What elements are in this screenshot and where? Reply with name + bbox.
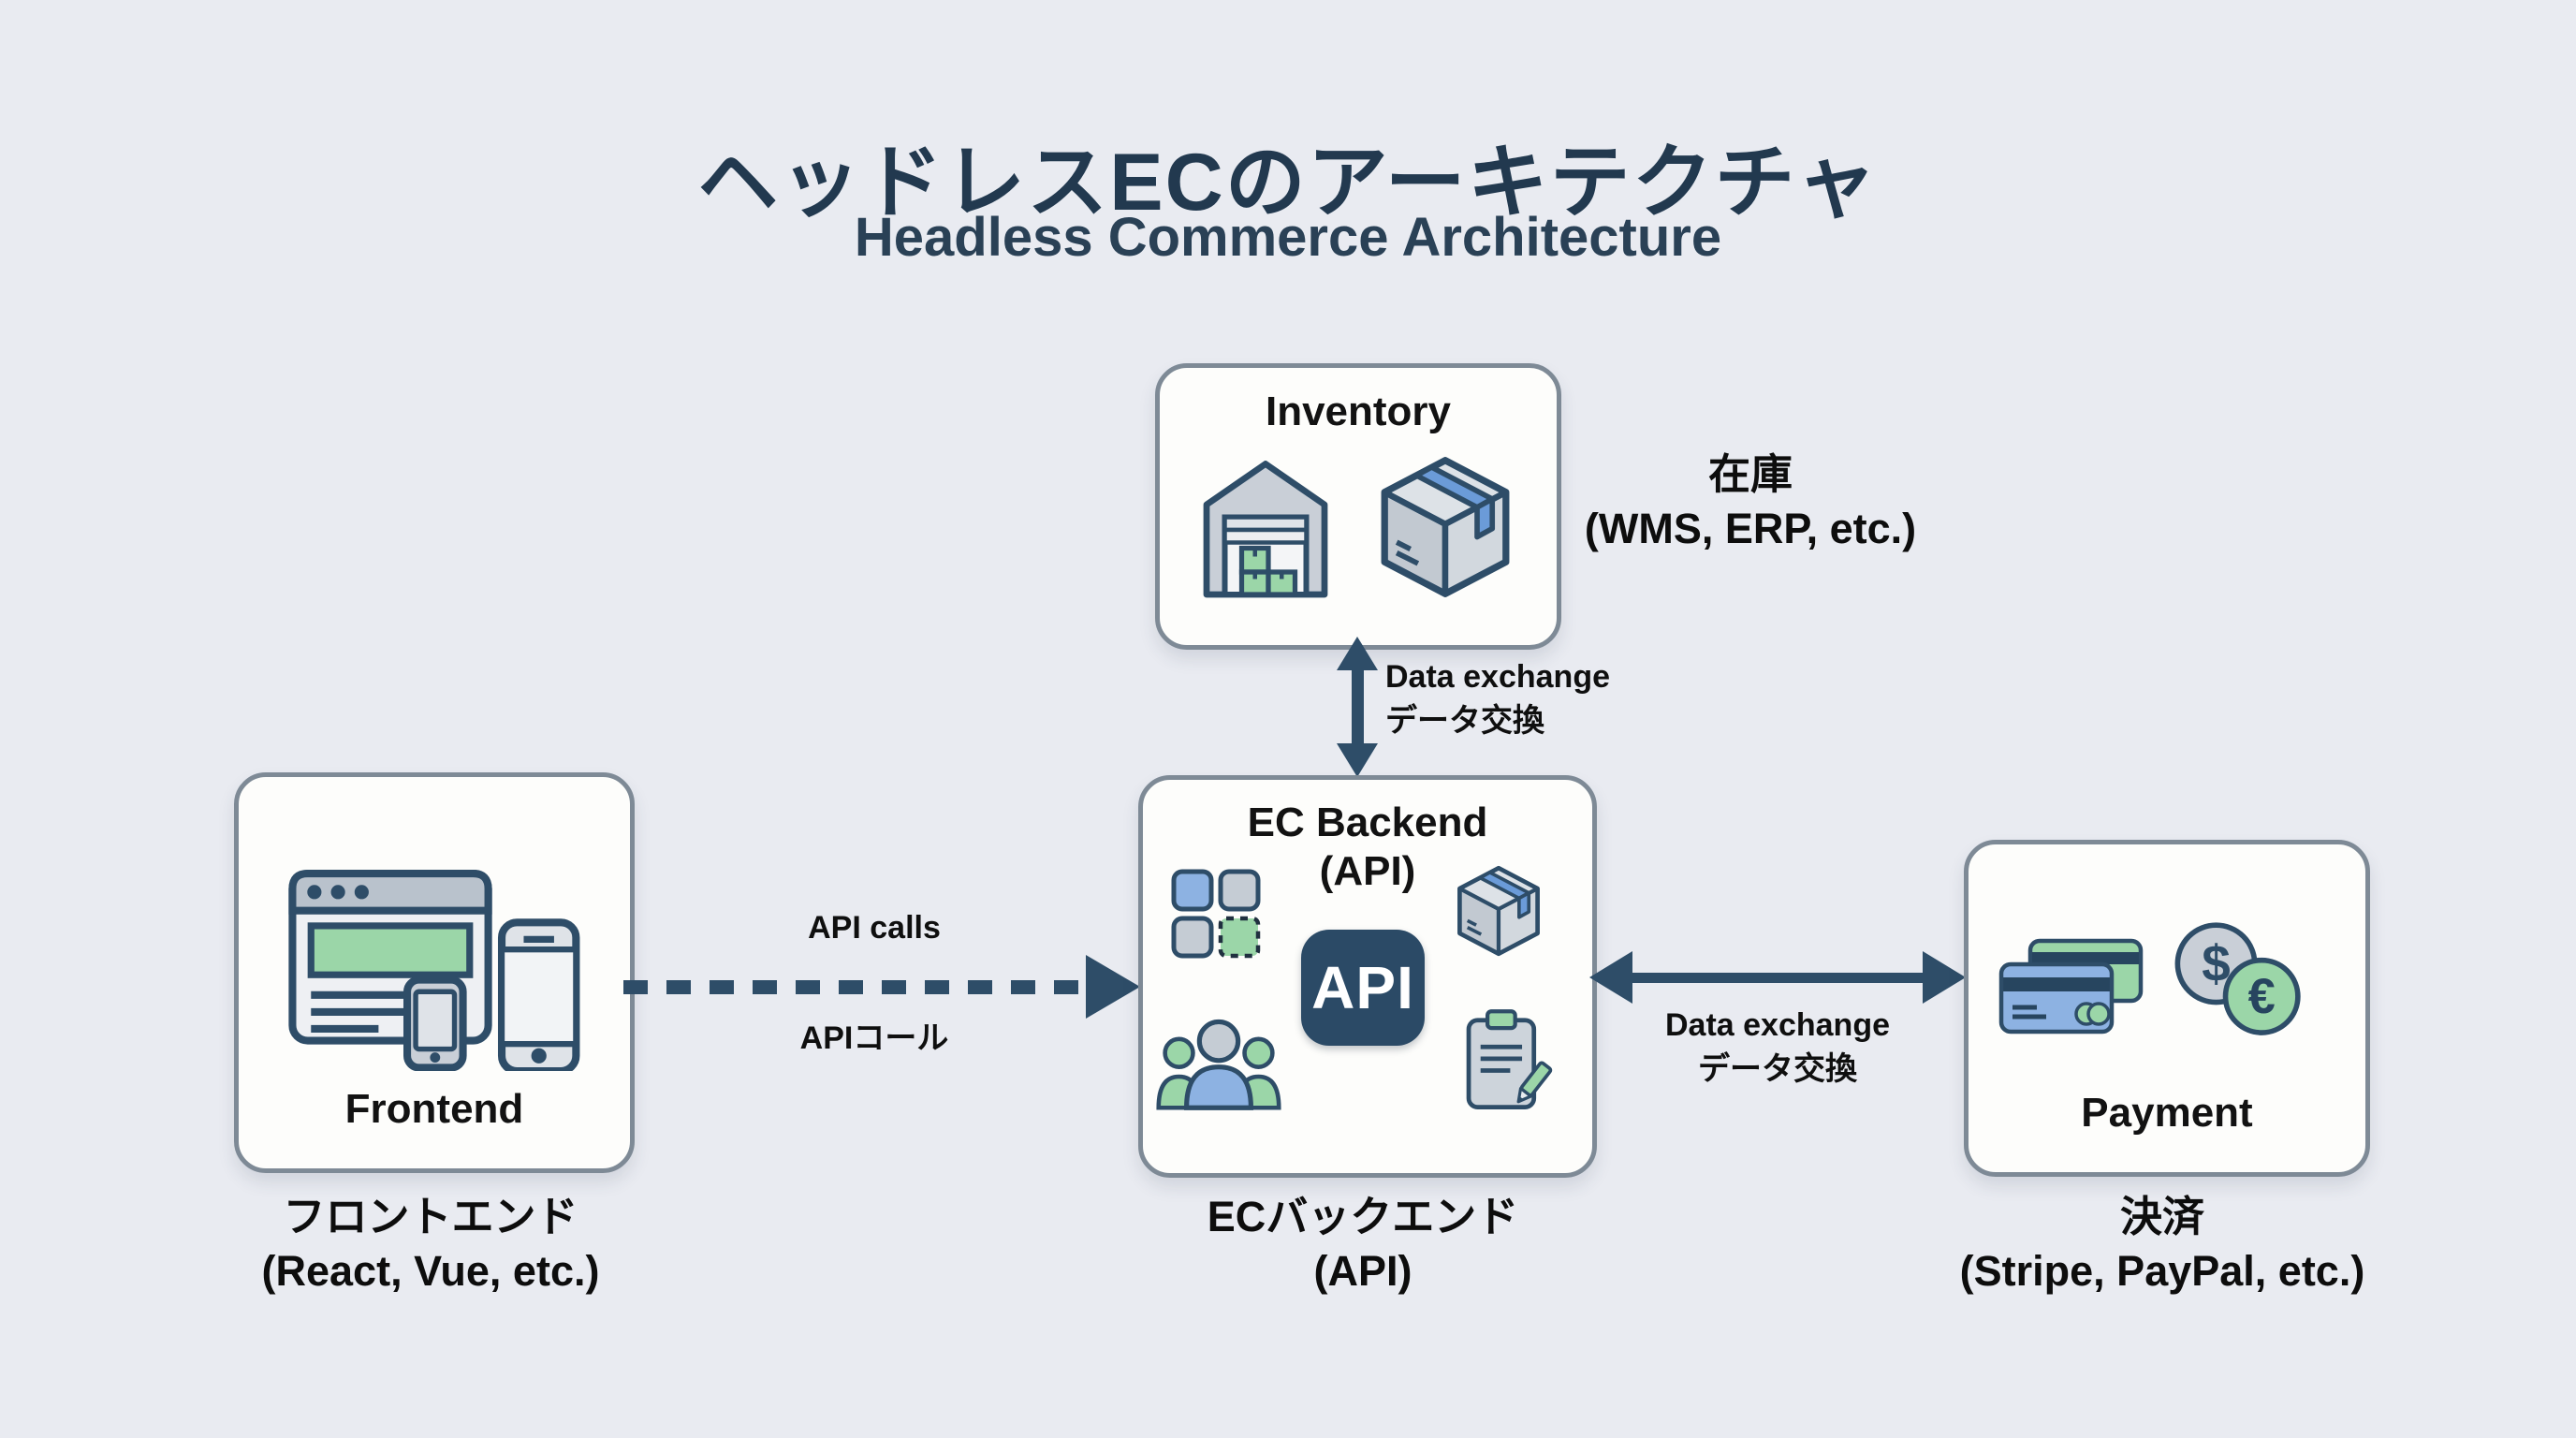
data-exchange-label-en: Data exchange (1385, 659, 1610, 695)
frontend-caption-en: (React, Vue, etc.) (261, 1247, 600, 1295)
frontend-caption-ja: フロントエンド (283, 1193, 578, 1240)
page-title-en: Headless Commerce Architecture (854, 207, 1722, 269)
package-box-icon (1457, 865, 1540, 957)
currency-coins-icon: $ € (2174, 922, 2301, 1035)
inventory-icons (1160, 448, 1557, 603)
inventory-node-title: Inventory (1265, 389, 1452, 434)
backend-title-line1: EC Backend (1247, 800, 1488, 845)
api-badge: API (1301, 930, 1425, 1046)
payment-caption-ja: 決済 (2119, 1193, 2204, 1240)
credit-cards-icon (1998, 938, 2144, 1034)
data-exchange-label-en: Data exchange (1665, 1007, 1890, 1043)
payment-node-title: Payment (2081, 1090, 2253, 1136)
api-calls-label-ja: APIコール (799, 1020, 949, 1056)
inventory-caption: 在庫 (WMS, ERP, etc.) (1507, 448, 1994, 556)
package-box-icon (1381, 457, 1510, 597)
backend-payment-label: Data exchange データ交換 (1589, 1004, 1966, 1092)
arrow-left-head (1589, 951, 1632, 1004)
backend-caption-ja: ECバックエンド (1207, 1193, 1519, 1240)
backend-caption: ECバックエンド (API) (1124, 1190, 1602, 1299)
users-group-icon (1156, 1019, 1281, 1110)
api-calls-label-en: API calls (808, 910, 941, 946)
arrow-shaft (1632, 972, 1923, 983)
inventory-caption-en: (WMS, ERP, etc.) (1584, 505, 1917, 552)
arrow-shaft (1351, 670, 1364, 743)
frontend-caption: フロントエンド (React, Vue, etc.) (192, 1190, 669, 1299)
modules-grid-icon (1171, 869, 1261, 959)
warehouse-icon (1203, 461, 1328, 598)
page-title-ja: ヘッドレスECのアーキテクチャ (697, 137, 1879, 227)
inventory-backend-label: Data exchange データ交換 (1385, 655, 1610, 743)
inventory-backend-arrow (1337, 637, 1378, 777)
inventory-node: Inventory (1155, 363, 1561, 650)
backend-node: EC Backend (API) API (1138, 775, 1597, 1178)
frontend-node: Frontend (234, 772, 635, 1173)
backend-caption-en: (API) (1313, 1247, 1412, 1295)
arrow-down-head (1337, 743, 1378, 777)
arrow-up-head (1337, 637, 1378, 670)
frontend-node-title: Frontend (344, 1086, 524, 1132)
arrow-right-head (1923, 951, 1966, 1004)
payment-caption: 決済 (Stripe, PayPal, etc.) (1924, 1190, 2401, 1299)
payment-caption-en: (Stripe, PayPal, etc.) (1959, 1247, 2365, 1295)
backend-payment-arrow (1589, 951, 1966, 1004)
dashed-arrow-head (1086, 955, 1140, 1019)
inventory-caption-ja: 在庫 (1707, 450, 1793, 498)
data-exchange-label-ja: データ交換 (1698, 1051, 1857, 1087)
data-exchange-label-ja: データ交換 (1385, 703, 1544, 739)
browser-devices-icon (288, 869, 580, 1071)
clipboard-pencil-icon (1466, 1009, 1553, 1109)
frontend-backend-dashed-arrow (623, 980, 1086, 994)
backend-node-title: EC Backend (API) (1143, 799, 1592, 896)
euro-glyph: € (2248, 970, 2276, 1024)
backend-title-line2: (API) (1319, 848, 1416, 894)
payment-node: $ € Payment (1964, 840, 2370, 1177)
